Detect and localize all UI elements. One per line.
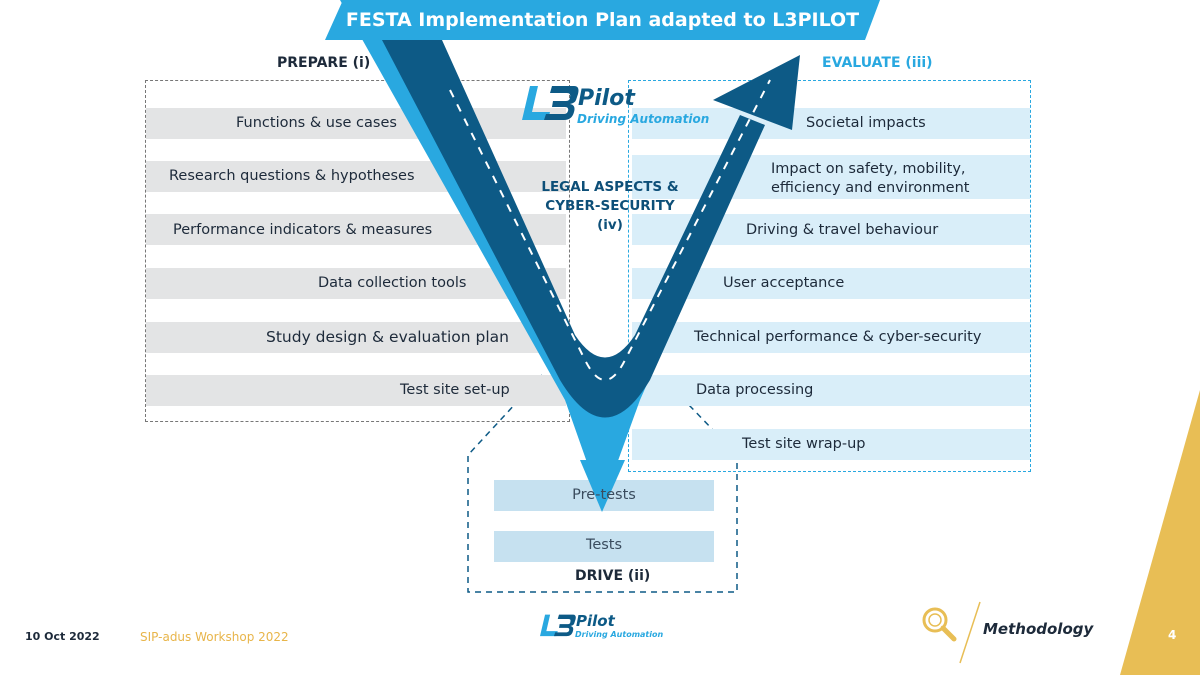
- prepare-heading: PREPARE (i): [277, 55, 371, 71]
- prepare-item: Data collection tools: [318, 275, 467, 291]
- logo-wordmark: Pilot: [578, 86, 635, 111]
- footer-logo-tagline: Driving Automation: [575, 630, 664, 639]
- evaluate-item: User acceptance: [723, 275, 845, 291]
- evaluate-bar: [632, 108, 1030, 139]
- footer-logo-mark: [540, 614, 576, 637]
- drive-item: Pre-tests: [572, 487, 636, 503]
- prepare-bar: [146, 375, 566, 406]
- drive-dashed-frame: [467, 374, 738, 593]
- page-number: 4: [1168, 628, 1177, 642]
- evaluate-bar: [632, 429, 1030, 460]
- gold-corner-shape: [1120, 390, 1200, 675]
- divider-slash: [959, 601, 981, 664]
- prepare-item: Functions & use cases: [236, 115, 397, 131]
- evaluate-item: Data processing: [696, 382, 814, 398]
- l3pilot-logo-mark: [522, 86, 579, 120]
- title-banner: [325, 0, 880, 40]
- prepare-item: Study design & evaluation plan: [266, 328, 509, 346]
- prepare-bar: [146, 322, 566, 353]
- prepare-dashed-frame: [145, 80, 570, 422]
- evaluate-item: Technical performance & cyber-security: [694, 329, 982, 345]
- evaluate-item: Test site wrap-up: [742, 436, 866, 452]
- legal-line: (iv): [597, 217, 623, 233]
- prepare-item: Research questions & hypotheses: [169, 168, 415, 184]
- magnifier-icon: [922, 607, 957, 642]
- prepare-item: Performance indicators & measures: [173, 222, 433, 238]
- legal-line: CYBER-SECURITY: [545, 198, 675, 214]
- legal-line: LEGAL ASPECTS &: [541, 179, 679, 195]
- footer-logo-wordmark: Pilot: [576, 612, 615, 630]
- evaluate-bar: [632, 375, 1030, 406]
- evaluate-bar: [632, 322, 1030, 353]
- evaluate-item: Driving & travel behaviour: [746, 222, 939, 238]
- evaluate-heading: EVALUATE (iii): [822, 55, 933, 71]
- legal-aspects-label: LEGAL ASPECTS & CYBER-SECURITY (iv): [520, 178, 700, 235]
- evaluate-bar: [632, 268, 1030, 299]
- footer-workshop: SIP-adus Workshop 2022: [140, 630, 289, 644]
- logo-tagline: Driving Automation: [577, 112, 710, 126]
- page-title: FESTA Implementation Plan adapted to L3P…: [345, 9, 860, 31]
- drive-heading: DRIVE (ii): [575, 568, 651, 584]
- footer-date: 10 Oct 2022: [25, 630, 100, 643]
- evaluate-item: Societal impacts: [806, 115, 926, 131]
- evaluate-item: efficiency and environment: [771, 180, 970, 196]
- drive-item: Tests: [585, 537, 623, 553]
- section-label: Methodology: [983, 620, 1094, 638]
- prepare-bar: [146, 108, 566, 139]
- evaluate-item: Impact on safety, mobility,: [771, 161, 966, 177]
- prepare-item: Test site set-up: [400, 382, 510, 398]
- evaluate-bar: [632, 155, 1030, 199]
- evaluate-dashed-frame: [628, 80, 1031, 472]
- drive-bar: [494, 531, 714, 562]
